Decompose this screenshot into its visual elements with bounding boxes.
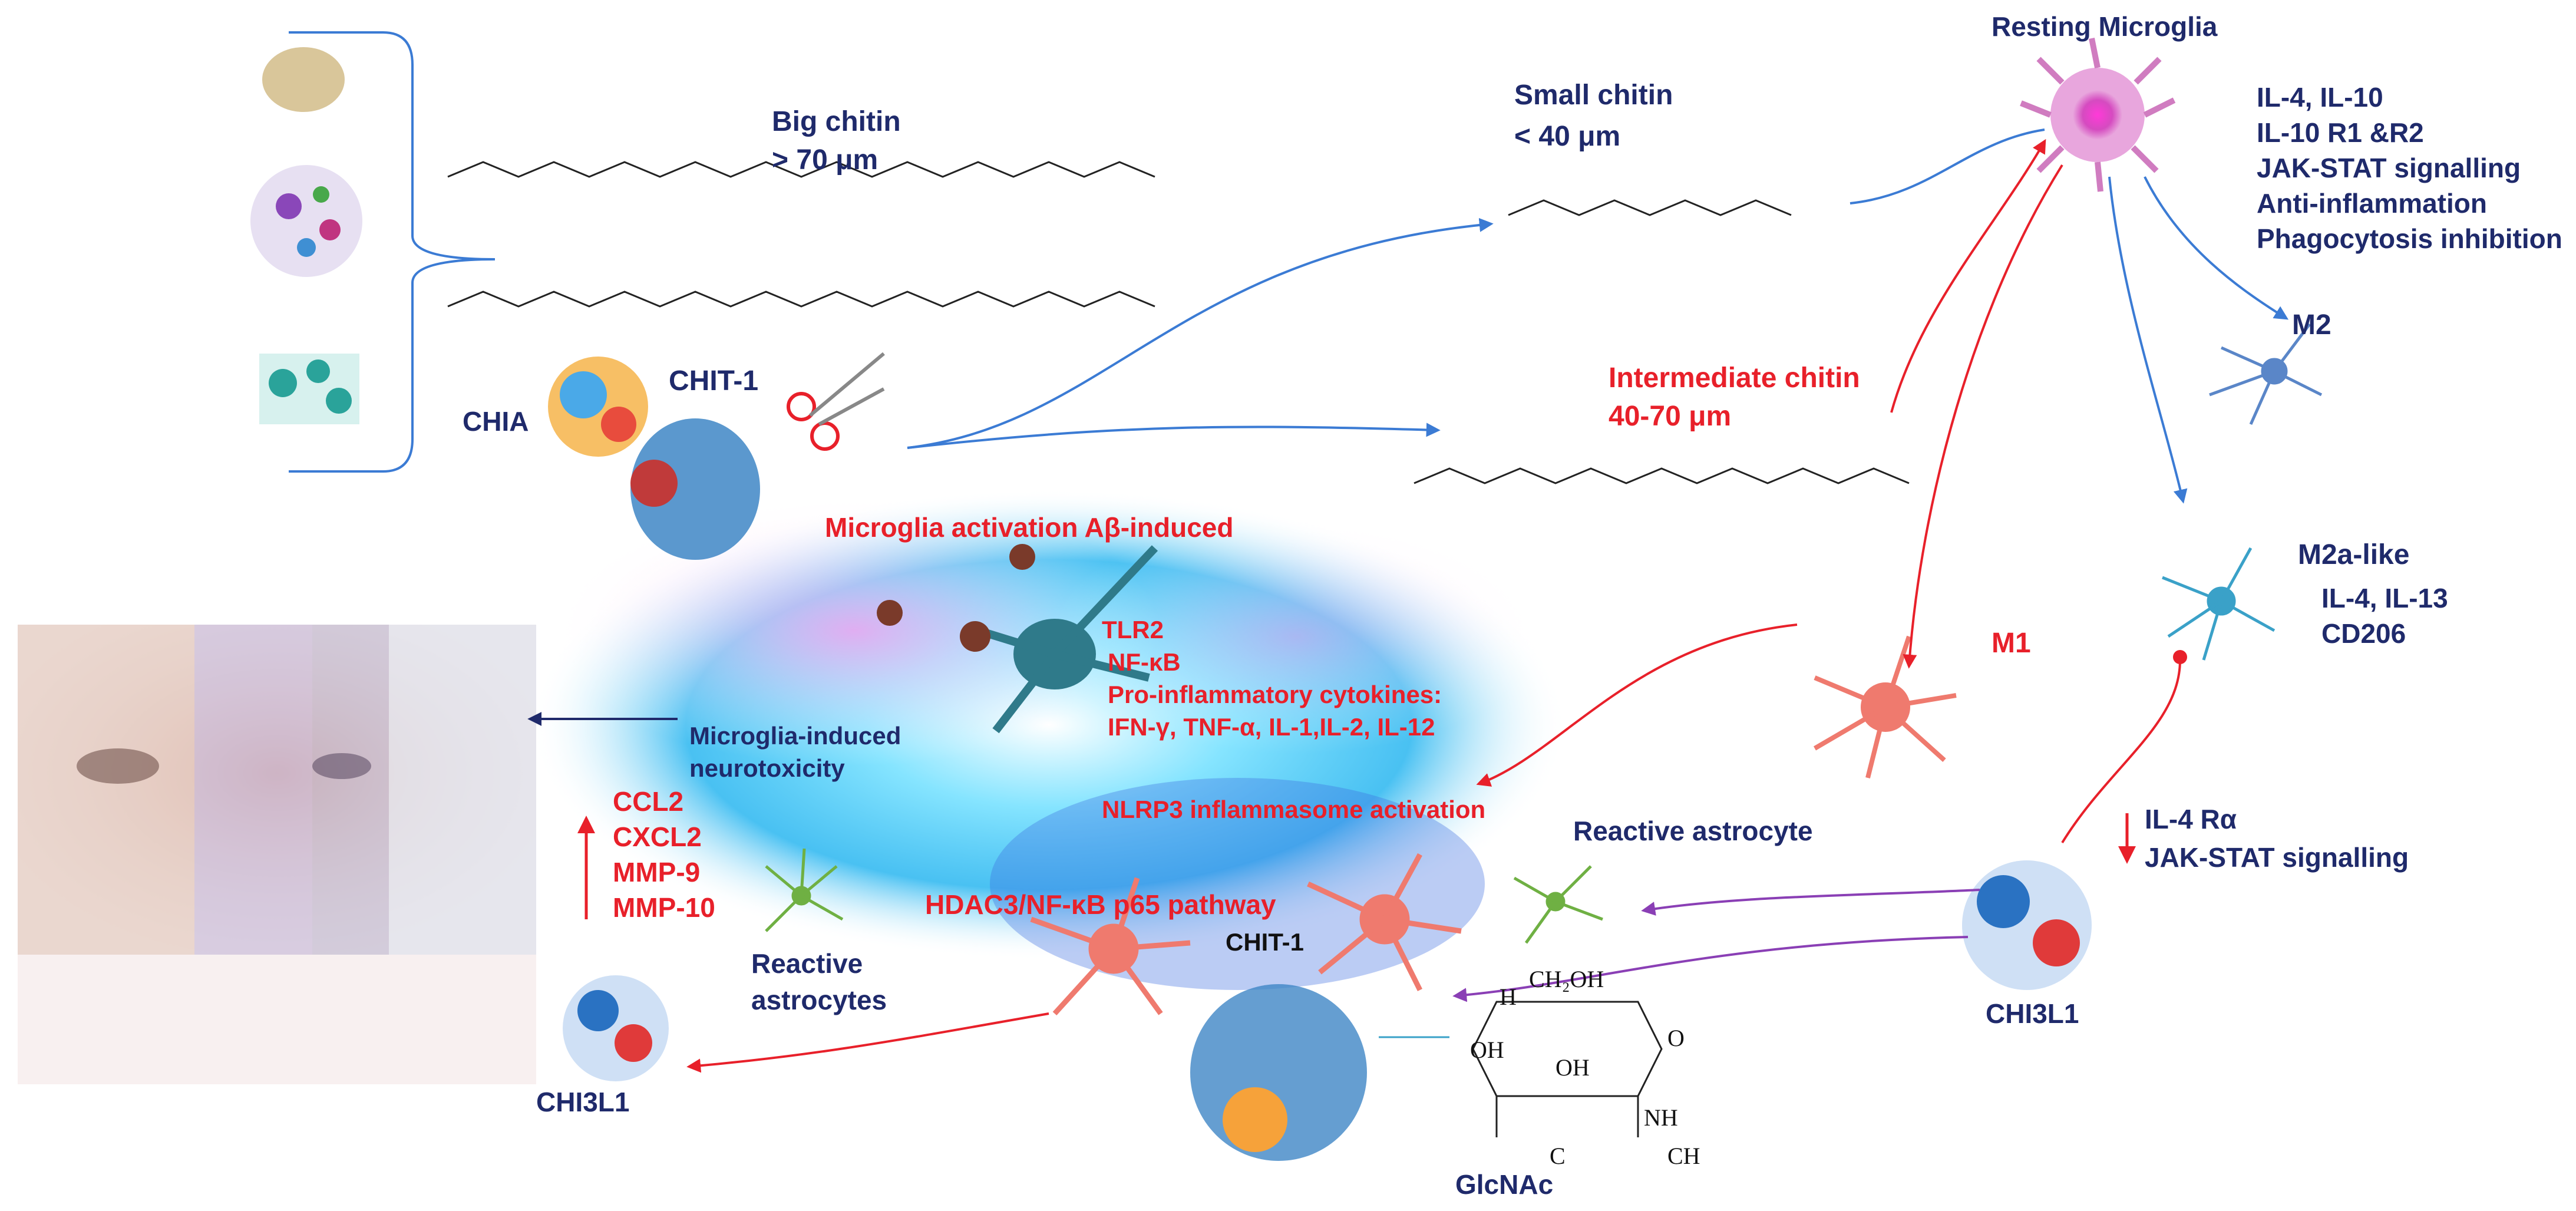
- m1-label: M1: [1992, 628, 2031, 659]
- chemokine-cxcl2: CXCL2: [613, 821, 702, 852]
- m2-list-2: IL-10 R1 &R2: [2257, 117, 2424, 148]
- reactive-astrocytes-red: [1030, 853, 1462, 1016]
- arrow-microglia-to-m1: [1903, 164, 2063, 669]
- nfkb-label: NF-κB: [1108, 648, 1181, 676]
- chemokine-ccl2: CCL2: [613, 786, 684, 817]
- resting-microglia-label: Resting Microglia: [1992, 11, 2218, 42]
- chi3l1-right-label: CHI3L1: [1986, 998, 2079, 1029]
- arrow-chi3l1-to-m2a-inhibit: [2061, 659, 2181, 844]
- chit1-top-label: CHIT-1: [669, 365, 759, 397]
- small-chitin-size: < 40 μm: [1514, 121, 1621, 152]
- aging-faces-image: [18, 625, 536, 1084]
- microglia-activation-label: Microglia activation Aβ-induced: [825, 512, 1234, 543]
- m2a-marker-2: CD206: [2321, 618, 2406, 649]
- arrow-intermediate-to-microglia: [1890, 138, 2046, 413]
- chemokine-mmp10: MMP-10: [613, 892, 715, 923]
- neurotoxicity-label-1: Microglia-induced: [689, 722, 901, 750]
- m2a-marker-1: IL-4, IL-13: [2321, 583, 2448, 613]
- chi3l1-protein-left: [563, 975, 669, 1081]
- arrow-chi3l1-to-hdac3: [1452, 936, 1969, 1002]
- intermediate-chitin-label: Intermediate chitin: [1609, 362, 1860, 394]
- tlr2-label: TLR2: [1102, 616, 1164, 644]
- glcnac-ch: CH: [1667, 1143, 1700, 1169]
- small-chitin-label: Small chitin: [1514, 80, 1673, 111]
- big-chitin-size: > 70 μm: [772, 144, 879, 176]
- arrow-microglia-to-m2: [2144, 176, 2289, 320]
- m2-label: M2: [2292, 309, 2331, 341]
- m2-list-1: IL-4, IL-10: [2257, 82, 2383, 113]
- glcnac-oh-left: OH: [1470, 1037, 1504, 1063]
- arrow-to-chi3l1-left: [686, 1012, 1049, 1073]
- reactive-astrocyte-label: Reactive astrocyte: [1573, 816, 1813, 846]
- glcnac-nh: NH: [1644, 1104, 1678, 1131]
- arrow-to-small-chitin: [907, 217, 1494, 449]
- nlrp3-label: NLRP3 inflammasome activation: [1102, 796, 1486, 823]
- reactive-astrocytes-label-1: Reactive: [751, 948, 863, 979]
- glcnac-label: GlcNAc: [1455, 1169, 1554, 1200]
- intermediate-chitin-structure: [1414, 467, 1910, 484]
- m2a-like-label: M2a-like: [2298, 539, 2410, 570]
- arrow-to-intermediate-chitin: [907, 423, 1441, 449]
- chit1-bottom-label: CHIT-1: [1226, 928, 1304, 956]
- chia-protein-image: [548, 357, 648, 457]
- chi3l1-left-label: CHI3L1: [536, 1087, 630, 1117]
- big-chitin-label: Big chitin: [772, 106, 901, 137]
- inhibition-dot: [2173, 650, 2187, 664]
- chitin-sources-images: [250, 47, 362, 424]
- glcnac-structure: [1379, 1001, 1663, 1137]
- jak-stat-label: JAK-STAT signalling: [2145, 842, 2409, 873]
- sources-brace: [289, 31, 496, 473]
- pro-inflammatory-label: Pro-inflammatory cytokines:: [1108, 681, 1442, 708]
- reactive-astrocyte-small-left: [765, 848, 844, 932]
- reactive-astrocyte-small-right: [1513, 865, 1603, 944]
- reactive-astrocytes-label-2: astrocytes: [751, 985, 887, 1015]
- brain-glow-background: [530, 489, 1567, 990]
- m1-microglia-cell: [1813, 635, 1957, 778]
- glcnac-c: C: [1550, 1143, 1566, 1169]
- arrow-m1-to-nlrp3: [1476, 623, 1798, 787]
- activated-microglia-cell: [976, 545, 1158, 734]
- il4ra-label: IL-4 Rα: [2145, 804, 2237, 834]
- small-chitin-structure: [1508, 199, 1792, 216]
- m2-list-3: JAK-STAT signalling: [2257, 153, 2521, 183]
- m2-list-4: Anti-inflammation: [2257, 188, 2487, 219]
- resting-microglia-cell: [2020, 38, 2176, 192]
- m2-microglia-cell: [2209, 323, 2323, 425]
- m2a-microglia-cell: [2162, 547, 2276, 661]
- m2-list-5: Phagocytosis inhibition: [2257, 223, 2562, 254]
- arrow-chi3l1-to-astrocyte: [1641, 889, 1980, 916]
- intermediate-chitin-size: 40-70 μm: [1609, 401, 1732, 432]
- glcnac-oh-mid: OH: [1555, 1054, 1590, 1081]
- chit1-protein-image: [630, 418, 760, 560]
- cytokines-label: IFN-γ, TNF-α, IL-1,IL-2, IL-12: [1108, 713, 1435, 741]
- glcnac-o: O: [1667, 1025, 1685, 1051]
- big-chitin-structure: [447, 161, 1155, 308]
- glcnac-ch2oh: CH₂OH: [1529, 966, 1604, 992]
- amyloid-beta-particles: [877, 544, 1035, 652]
- hdac3-pathway-label: HDAC3/NF-κB p65 pathway: [925, 889, 1276, 920]
- chia-label: CHIA: [463, 406, 529, 437]
- chemokine-mmp9: MMP-9: [613, 857, 701, 887]
- arrow-small-chitin-to-microglia: [1850, 128, 2045, 204]
- neurotoxicity-label-2: neurotoxicity: [689, 754, 845, 782]
- scissors-icon: [787, 352, 885, 451]
- chi3l1-protein-right: [1962, 860, 2092, 990]
- glcnac-h: H: [1500, 984, 1517, 1010]
- chit1-protein-bottom: [1190, 984, 1367, 1161]
- arrow-microglia-to-m2a: [2108, 176, 2188, 504]
